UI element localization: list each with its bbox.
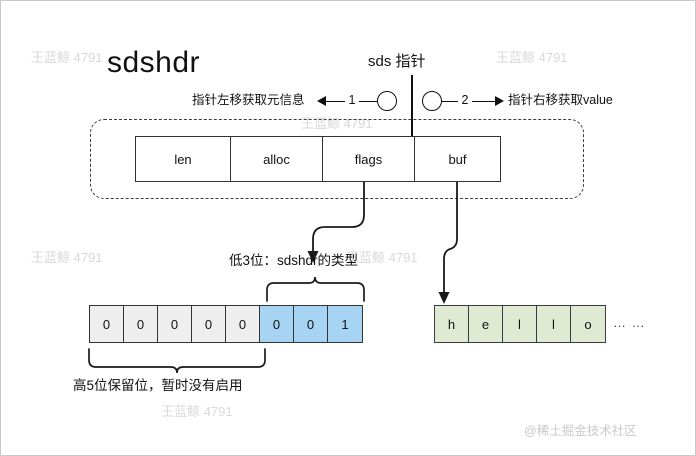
left-annotation-number: 1 — [345, 91, 359, 110]
bit-cell: 0 — [260, 306, 294, 342]
struct-cell-flags: flags — [323, 137, 415, 181]
buffer-char-cell: o — [571, 306, 605, 342]
struct-cell-len: len — [136, 137, 231, 181]
buffer-char-cell: h — [435, 306, 469, 342]
buffer-char-cell: e — [469, 306, 503, 342]
right-annotation-number: 2 — [458, 91, 472, 110]
buffer-ellipsis: … … — [613, 315, 646, 330]
bit-cell: 0 — [158, 306, 192, 342]
watermark-tile: 王蓝鲸 4791 — [346, 250, 418, 265]
sds-pointer-label: sds 指针 — [368, 53, 426, 70]
left-annotation-label: 指针左移获取元信息 — [192, 93, 305, 107]
type-bits-brace — [266, 276, 365, 302]
reserved-bits-caption: 高5位保留位，暂时没有启用 — [73, 378, 243, 393]
watermark-tile: 王蓝鲸 4791 — [31, 250, 103, 265]
watermark-tile: 王蓝鲸 4791 — [31, 50, 103, 65]
right-arrow-icon — [495, 96, 504, 106]
bit-cell: 0 — [192, 306, 226, 342]
flags-low3-caption: 低3位：sdshdr的类型 — [229, 253, 359, 268]
sdshdr-struct-table: len alloc flags buf — [135, 136, 501, 182]
buffer-char-cell: l — [537, 306, 571, 342]
struct-cell-buf: buf — [448, 151, 467, 167]
reserved-bits-brace — [88, 348, 266, 374]
buf-connector-arrowhead-icon — [438, 292, 450, 304]
bit-cell: 0 — [226, 306, 260, 342]
struct-cell-alloc: alloc — [231, 137, 323, 181]
bit-cell: 1 — [328, 306, 362, 342]
buffer-char-cell: l — [503, 306, 537, 342]
watermark-tile: 王蓝鲸 4791 — [496, 50, 568, 65]
bit-cell: 0 — [90, 306, 124, 342]
pointer-node-circle-2 — [422, 91, 442, 111]
left-arrow-icon — [317, 96, 326, 106]
brand-watermark: @稀土掘金技术社区 — [524, 424, 637, 438]
watermark-tile: 王蓝鲸 4791 — [161, 404, 233, 419]
sds-pointer-line — [411, 75, 413, 151]
bit-cell: 0 — [294, 306, 328, 342]
right-annotation-label: 指针右移获取value — [508, 93, 613, 107]
bit-cell: 0 — [124, 306, 158, 342]
buffer-char-row: h e l l o — [434, 305, 606, 343]
pointer-node-circle-1 — [377, 91, 397, 111]
flags-bit-row: 0 0 0 0 0 0 0 1 — [89, 305, 363, 343]
diagram-title: sdshdr — [107, 46, 201, 79]
